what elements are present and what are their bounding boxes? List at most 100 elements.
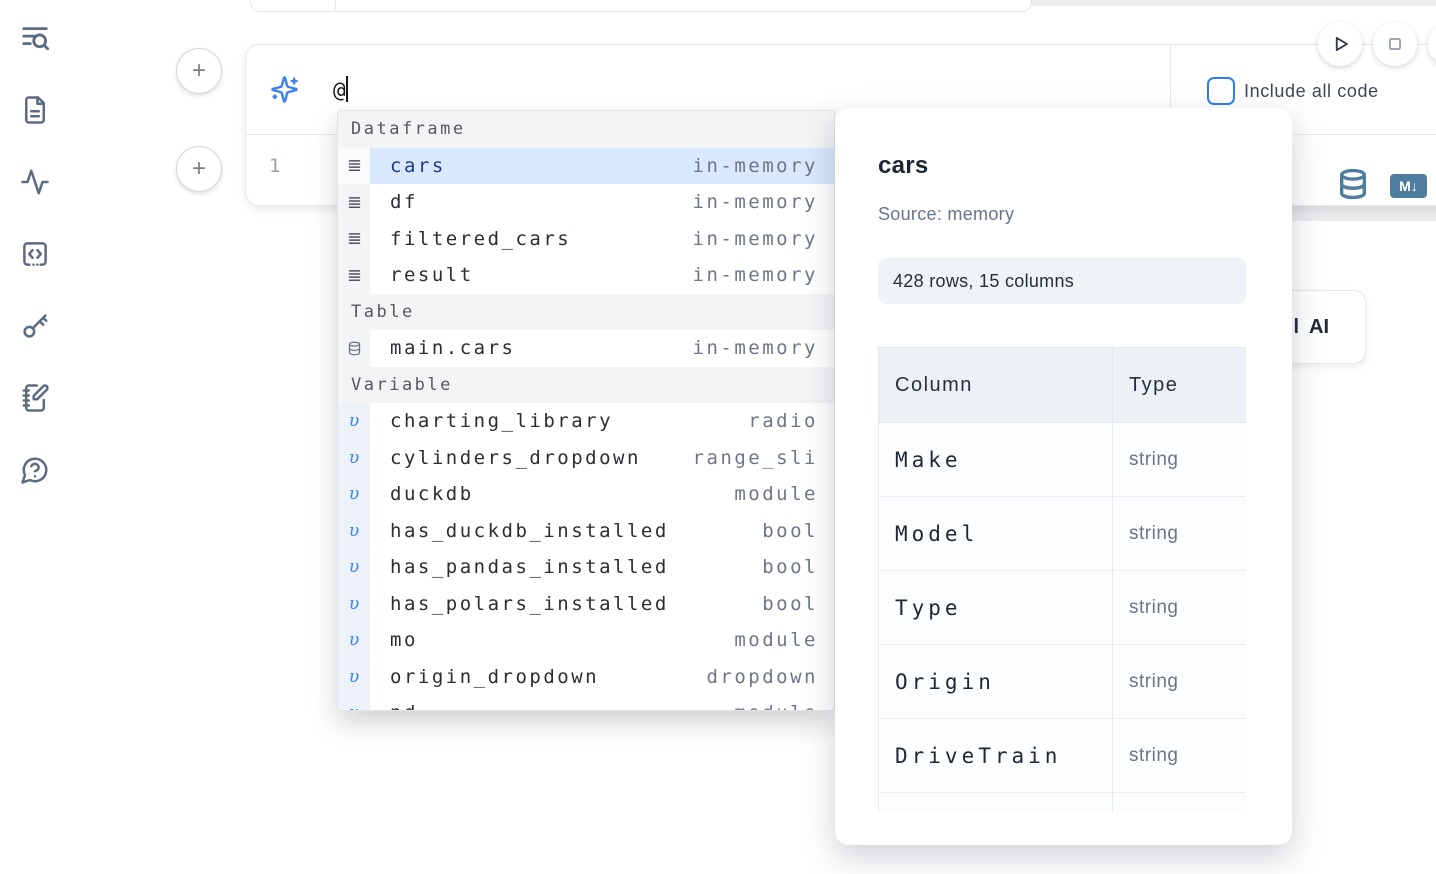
- variable-icon: υ: [338, 512, 370, 549]
- play-icon: [1335, 37, 1348, 51]
- ai-prompt-value: @: [333, 78, 346, 102]
- dataframe-preview-panel: cars Source: memory 428 rows, 15 columns…: [835, 108, 1292, 845]
- completion-item-type: in-memory: [692, 154, 818, 177]
- sidebar-item-scratchpad[interactable]: [18, 382, 52, 414]
- notebook-pencil-icon: [20, 383, 50, 413]
- snippets-icon: [20, 239, 50, 269]
- preview-cell-type: string: [1112, 718, 1246, 793]
- preview-column-header: Column: [878, 347, 1113, 423]
- sidebar-item-help[interactable]: [18, 454, 52, 486]
- completion-item-type: range_sli: [692, 446, 818, 469]
- sidebar-item-secrets[interactable]: [18, 310, 52, 342]
- completion-item-type: bool: [762, 519, 818, 542]
- completion-item-type: bool: [762, 556, 818, 579]
- menu-icon: [338, 257, 370, 294]
- previous-cell-divider: [335, 0, 336, 10]
- sidebar-item-dependencies[interactable]: [18, 166, 52, 198]
- variable-icon: υ: [338, 585, 370, 622]
- completion-item-name: filtered_cars: [390, 227, 572, 250]
- ai-prompt-input[interactable]: @: [333, 76, 348, 102]
- sidebar-item-files[interactable]: [18, 94, 52, 126]
- completion-item-cylinders_dropdown[interactable]: υ cylinders_dropdown range_sli: [338, 439, 834, 476]
- preview-cell-column: Model: [878, 496, 1113, 571]
- sidebar-item-snippets[interactable]: [18, 238, 52, 270]
- completion-item-type: in-memory: [692, 191, 818, 214]
- activity-icon: [20, 167, 50, 197]
- add-cell-button-bottom[interactable]: +: [176, 146, 222, 192]
- completion-item-type: module: [734, 629, 818, 652]
- variable-icon: υ: [338, 695, 370, 710]
- add-cell-button-top[interactable]: +: [176, 48, 222, 94]
- database-icon[interactable]: [1336, 166, 1370, 202]
- completion-item-type: module: [734, 483, 818, 506]
- preview-cell-column: Make: [878, 422, 1113, 497]
- preview-source: Source: memory: [878, 204, 1015, 224]
- preview-type-header: Type: [1112, 347, 1246, 423]
- previous-cell-bottom-edge: [250, 0, 1032, 12]
- menu-icon: [338, 220, 370, 257]
- completion-item-name: has_duckdb_installed: [390, 519, 669, 542]
- completion-item-name: has_pandas_installed: [390, 556, 669, 579]
- include-all-code-checkbox[interactable]: [1207, 77, 1235, 105]
- variable-icon: υ: [338, 549, 370, 586]
- completion-item-df[interactable]: df in-memory: [338, 184, 834, 221]
- ai-row-divider: [1170, 45, 1171, 133]
- stop-button[interactable]: [1373, 22, 1417, 66]
- completion-item-cars[interactable]: cars in-memory: [338, 147, 834, 184]
- preview-cell-type: string: [1112, 496, 1246, 571]
- completion-section-header: Variable: [338, 366, 834, 403]
- variable-icon: υ: [338, 403, 370, 440]
- generate-ai-fragment: l: [1293, 315, 1299, 338]
- variable-icon: υ: [338, 658, 370, 695]
- preview-table-header-row: Column Type: [878, 347, 1246, 423]
- completion-item-has_duckdb_installed[interactable]: υ has_duckdb_installed bool: [338, 512, 834, 549]
- completion-item-name: mo: [390, 629, 418, 652]
- more-actions-button[interactable]: [1428, 22, 1436, 66]
- preview-shape-badge: 428 rows, 15 columns: [878, 258, 1246, 304]
- completion-section-header: Table: [338, 293, 834, 330]
- variable-icon: υ: [338, 476, 370, 513]
- sidebar: [18, 22, 56, 526]
- preview-cell-type: string: [1112, 570, 1246, 645]
- variable-icon: υ: [338, 622, 370, 659]
- variable-icon: υ: [338, 439, 370, 476]
- sidebar-item-table-of-contents[interactable]: [18, 22, 52, 54]
- completion-item-pd[interactable]: υpdmodule: [338, 695, 834, 710]
- completion-item-name: has_polars_installed: [390, 592, 669, 615]
- list-search-icon: [20, 23, 50, 53]
- cell-console-area: [1292, 206, 1436, 221]
- key-icon: [20, 311, 50, 341]
- completion-item-has_pandas_installed[interactable]: υ has_pandas_installed bool: [338, 549, 834, 586]
- completion-item-type: module: [734, 695, 834, 710]
- completion-item-name: cars: [390, 154, 446, 177]
- completion-item-type: in-memory: [692, 337, 818, 360]
- menu-icon: [338, 184, 370, 221]
- markdown-convert-icon[interactable]: M↓: [1390, 174, 1427, 198]
- run-cell-button[interactable]: [1318, 22, 1362, 66]
- code-line-number: 1: [269, 155, 281, 177]
- preview-cell-column: DriveTrain: [878, 718, 1113, 793]
- preview-cell-column: Origin: [878, 644, 1113, 719]
- completion-item-name: df: [390, 191, 418, 214]
- completion-item-type: radio: [748, 410, 818, 433]
- file-icon: [20, 95, 50, 125]
- preview-cell-column: [878, 792, 1113, 813]
- preview-table-row: [878, 792, 1246, 813]
- completion-item-type: dropdown: [706, 665, 818, 688]
- completion-item-name: cylinders_dropdown: [390, 446, 641, 469]
